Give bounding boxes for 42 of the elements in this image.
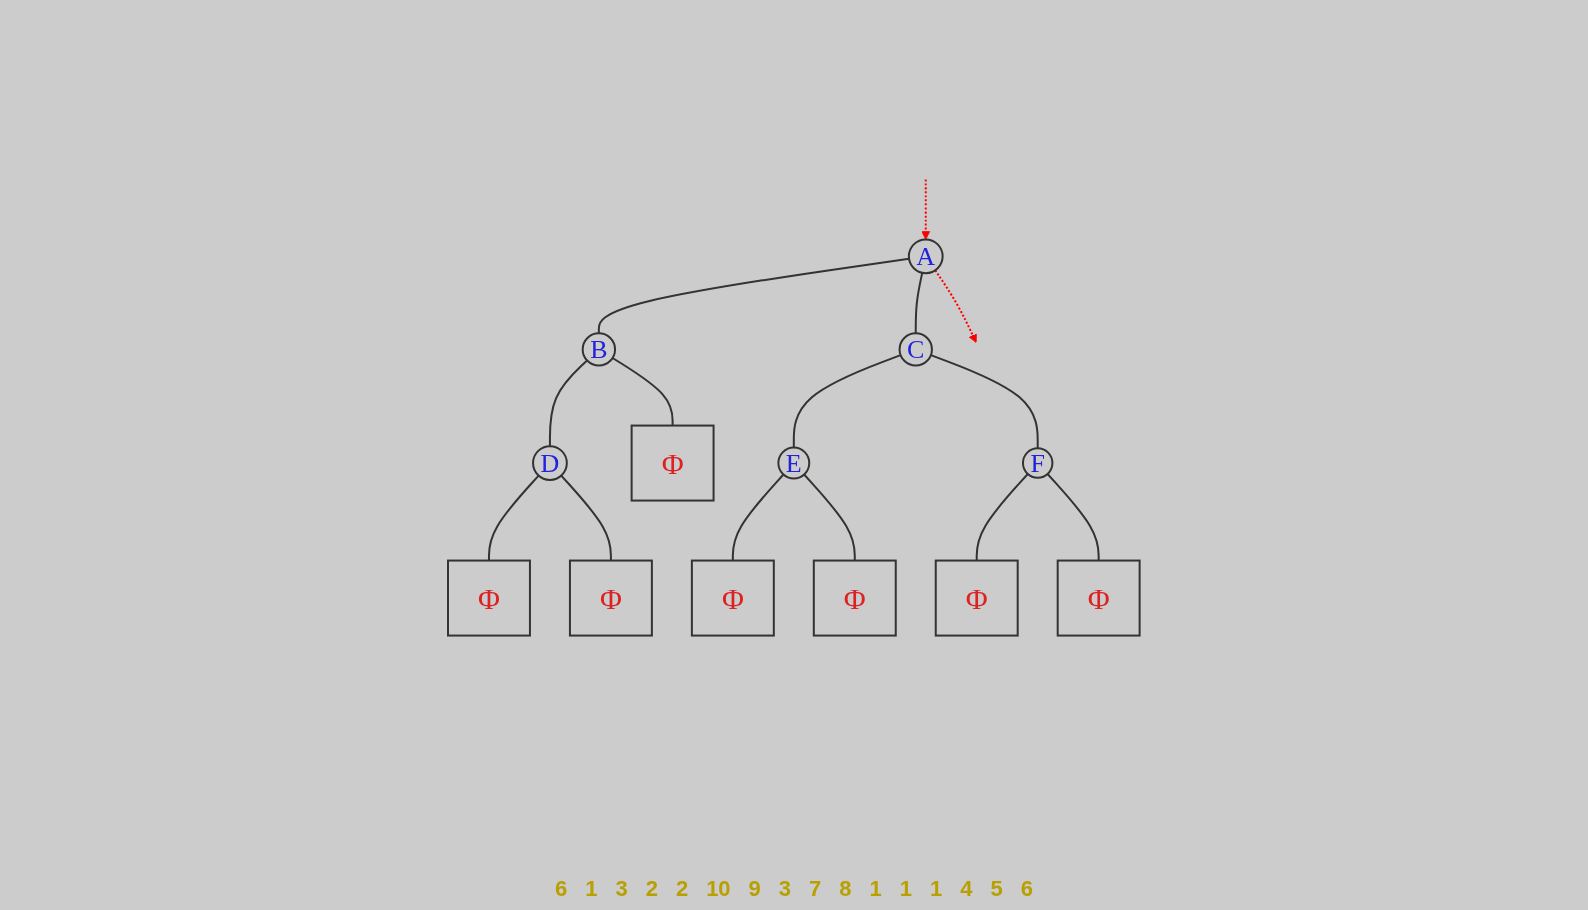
connector-line bbox=[611, 356, 674, 427]
connector-line bbox=[930, 354, 1039, 450]
connector-line bbox=[921, 178, 931, 240]
handwritten-number: 7 bbox=[809, 876, 822, 902]
handwritten-number: 8 bbox=[839, 876, 852, 902]
connector-line bbox=[549, 359, 589, 448]
node-box: Φ bbox=[569, 559, 654, 637]
node-box: Φ bbox=[813, 559, 897, 637]
connector-line bbox=[1046, 473, 1100, 562]
node-box: Φ bbox=[934, 559, 1019, 637]
node-circle: C bbox=[898, 332, 934, 367]
node-box: Φ bbox=[1056, 559, 1141, 637]
connector-line bbox=[934, 269, 977, 343]
handwritten-number: 4 bbox=[960, 876, 973, 902]
node-circle: A bbox=[908, 238, 944, 275]
connector-line bbox=[975, 473, 1029, 562]
connector-line bbox=[732, 473, 785, 562]
handwritten-number: 1 bbox=[869, 876, 882, 902]
connector-line bbox=[560, 474, 613, 562]
handwritten-number: 1 bbox=[899, 876, 913, 902]
connector-line bbox=[914, 271, 924, 335]
handwritten-number: 6 bbox=[1020, 876, 1034, 902]
handwritten-number: 1 bbox=[585, 876, 598, 902]
connector-line bbox=[793, 354, 902, 449]
node-circle: E bbox=[777, 446, 811, 480]
connector-line bbox=[803, 473, 856, 562]
handwritten-number: 5 bbox=[990, 876, 1003, 902]
handwritten-number: 6 bbox=[554, 876, 568, 902]
node-box: Φ bbox=[447, 559, 532, 637]
handwritten-number: 3 bbox=[615, 876, 628, 902]
handwritten-number: 9 bbox=[748, 876, 761, 902]
node-circle: F bbox=[1022, 447, 1054, 479]
handwritten-number: 1 bbox=[930, 876, 943, 902]
node-circle: D bbox=[532, 445, 568, 481]
node-circle: B bbox=[581, 332, 617, 367]
handwritten-number: 3 bbox=[778, 876, 792, 902]
handwritten-number: 2 bbox=[645, 876, 658, 902]
handwritten-number: 10 bbox=[706, 876, 731, 902]
connector-line bbox=[488, 474, 540, 562]
node-box: Φ bbox=[630, 424, 715, 502]
handwritten-number: 2 bbox=[675, 876, 689, 902]
node-box: Φ bbox=[691, 559, 775, 637]
